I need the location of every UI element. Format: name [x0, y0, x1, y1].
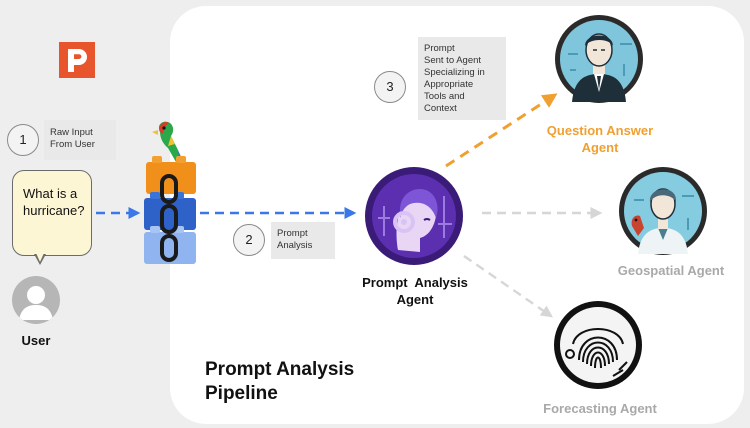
question-line: hurricane? [23, 203, 85, 218]
step-2-line: Prompt [277, 228, 308, 239]
agent-label-line: Question Answer [546, 123, 654, 138]
agent-label-line: Agent [581, 140, 619, 155]
step-3-note: Prompt Sent to Agent Specializing in App… [418, 37, 506, 120]
pipeline-title-line: Prompt Analysis [205, 359, 355, 380]
geospatial-agent-label: Geospatial Agent [596, 262, 746, 279]
question-line: What is a [23, 186, 78, 201]
step-3-line: Appropriate [424, 79, 474, 90]
agent-label-line: Forecasting Agent [543, 401, 657, 416]
step-3-line: Context [424, 103, 457, 114]
step-1-note: Raw Input From User [44, 120, 116, 160]
lego-chain-icon [144, 121, 196, 264]
businessman-portrait-icon [555, 15, 643, 103]
ai-head-icon [365, 167, 463, 265]
prompt-analysis-agent-label: Prompt Analysis Agent [345, 274, 485, 308]
step-2-marker: 2 [233, 224, 265, 256]
pipeline-title-line: Pipeline [205, 383, 278, 404]
agent-label-line: Prompt Analysis [362, 275, 468, 290]
step-3-line: Specializing in [424, 67, 485, 78]
step-2-line: Analysis [277, 240, 313, 251]
step-1-marker: 1 [7, 124, 39, 156]
user-label: User [21, 333, 51, 348]
step-1-line: Raw Input [50, 127, 93, 138]
agent-label-line: Agent [396, 292, 434, 307]
bubble-tail-fill [36, 253, 44, 262]
step-3-line: Tools and [424, 91, 465, 102]
step-3-line: Sent to Agent [424, 55, 482, 66]
app-logo-icon [59, 42, 95, 78]
step-3-line: Prompt [424, 43, 455, 54]
arrow-to-question-answer-agent [445, 93, 558, 168]
step-3-marker: 3 [374, 71, 406, 103]
scientist-portrait-icon [619, 167, 707, 255]
step-2-note: Prompt Analysis [271, 222, 335, 259]
forecasting-agent-label: Forecasting Agent [530, 400, 670, 417]
user-avatar-icon [12, 276, 60, 324]
pipeline-title: Prompt Analysis Pipeline [205, 358, 354, 406]
agent-label-line: Geospatial Agent [617, 263, 725, 278]
fingerprint-face-icon [554, 301, 642, 389]
step-1-line: From User [50, 139, 95, 150]
user-question-bubble: What is a hurricane? [12, 170, 92, 256]
question-answer-agent-label: Question Answer Agent [530, 122, 670, 156]
arrow-to-forecasting-agent [463, 255, 553, 318]
